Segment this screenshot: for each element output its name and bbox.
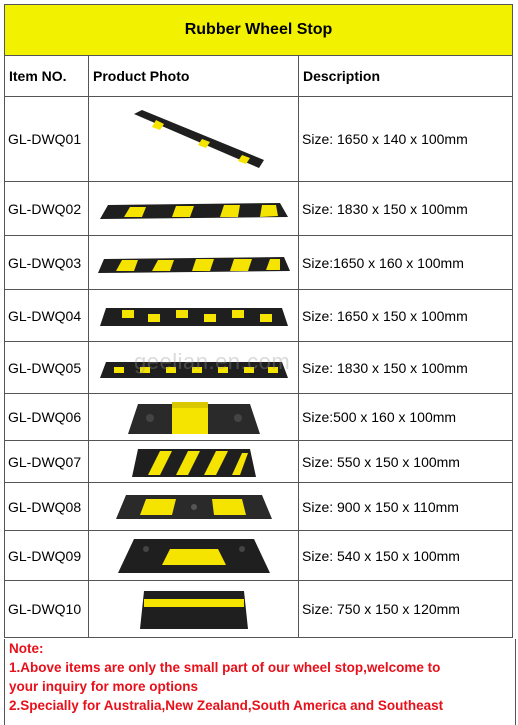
- product-photo: [88, 341, 299, 394]
- short-stopper-diagonal-stripes-icon: [131, 448, 256, 477]
- item-code: GL-DWQ01: [4, 96, 89, 182]
- item-code: GL-DWQ05: [4, 341, 89, 394]
- product-photo: [88, 580, 299, 638]
- table-row: GL-DWQ04 Size: 1650 x 150 x 100mm: [4, 289, 514, 342]
- item-description: Size: 540 x 150 x 100mm: [297, 530, 514, 581]
- table-row: GL-DWQ07 Size: 550 x 150 x 100mm: [4, 440, 514, 483]
- item-description: Size:500 x 160 x 100mm: [297, 393, 514, 441]
- long-stopper-angled-icon: [133, 109, 264, 168]
- note-line: 1.Above items are only the small part of…: [9, 660, 441, 675]
- note-line: your inquiry for more options: [9, 679, 199, 694]
- long-stopper-diagonal-stripes-icon: [97, 256, 290, 273]
- item-description: Size: 1830 x 150 x 100mm: [297, 181, 514, 236]
- item-description: Size: 550 x 150 x 100mm: [297, 440, 514, 483]
- table-row: GL-DWQ06 Size:500 x 160 x 100mm: [4, 393, 514, 441]
- item-code: GL-DWQ09: [4, 530, 89, 581]
- product-photo: [88, 440, 299, 483]
- product-photo: [88, 393, 299, 441]
- long-stopper-trapezoid-stripes-icon: [99, 202, 288, 219]
- long-stopper-block-stripes-icon: [99, 307, 288, 326]
- note-heading: Note:: [9, 641, 44, 656]
- note-line: 2.Specially for Australia,New Zealand,So…: [9, 698, 444, 713]
- product-table: Rubber Wheel Stop Item NO. Product Photo…: [3, 4, 514, 638]
- product-photo: [88, 181, 299, 236]
- item-description: Size:1650 x 160 x 100mm: [297, 235, 514, 290]
- item-code: GL-DWQ10: [4, 580, 89, 638]
- table-row: GL-DWQ10 Size: 750 x 150 x 120mm: [4, 580, 514, 638]
- table-row: GL-DWQ01 Size: 1650 x 140 x 100mm: [4, 96, 514, 182]
- header-item-no: Item NO.: [4, 55, 89, 97]
- table-row: GL-DWQ02 Size: 1830 x 150 x 100mm: [4, 181, 514, 236]
- item-description: Size: 1830 x 150 x 100mm: [297, 341, 514, 394]
- note-section: Note: 1.Above items are only the small p…: [4, 639, 516, 725]
- table-row: GL-DWQ03 Size:1650 x 160 x 100mm: [4, 235, 514, 290]
- item-description: Size: 750 x 150 x 120mm: [297, 580, 514, 638]
- item-code: GL-DWQ04: [4, 289, 89, 342]
- long-stopper-small-stripes-icon: [99, 361, 288, 378]
- table-row: GL-DWQ08 Size: 900 x 150 x 110mm: [4, 482, 514, 531]
- product-photo: [88, 235, 299, 290]
- short-stopper-center-block-icon: [127, 402, 260, 434]
- table-row: GL-DWQ09 Size: 540 x 150 x 100mm: [4, 530, 514, 581]
- item-code: GL-DWQ08: [4, 482, 89, 531]
- product-photo: [88, 530, 299, 581]
- item-description: Size: 900 x 150 x 110mm: [297, 482, 514, 531]
- product-photo: [88, 289, 299, 342]
- item-description: Size: 1650 x 150 x 100mm: [297, 289, 514, 342]
- table-title: Rubber Wheel Stop: [3, 4, 514, 56]
- product-photo: [88, 96, 299, 182]
- item-code: GL-DWQ07: [4, 440, 89, 483]
- medium-stopper-yellow-blocks-icon: [115, 494, 272, 519]
- item-code: GL-DWQ06: [4, 393, 89, 441]
- header-product-photo: Product Photo: [88, 55, 299, 97]
- item-code: GL-DWQ02: [4, 181, 89, 236]
- item-description: Size: 1650 x 140 x 100mm: [297, 96, 514, 182]
- item-code: GL-DWQ03: [4, 235, 89, 290]
- table-row: GL-DWQ05 Size: 1830 x 150 x 100mm: [4, 341, 514, 394]
- short-stopper-center-stripe-icon: [117, 538, 270, 573]
- box-stopper-yellow-band-icon: [139, 591, 248, 629]
- product-sheet: Rubber Wheel Stop Item NO. Product Photo…: [3, 4, 516, 725]
- header-description: Description: [297, 55, 514, 97]
- product-photo: [88, 482, 299, 531]
